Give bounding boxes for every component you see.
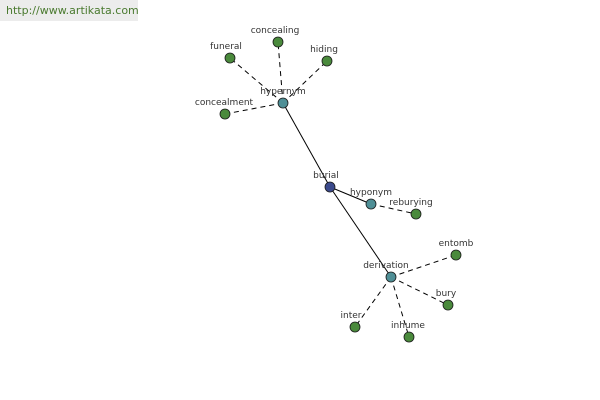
word-node-concealing[interactable] (272, 36, 284, 48)
graph-labels: funeral concealing hiding concealment hypern… (195, 26, 474, 331)
graph-edges (224, 41, 457, 338)
word-label-reburying[interactable]: reburying (389, 198, 432, 208)
center-label[interactable]: burial (313, 171, 339, 181)
word-node-hiding[interactable] (321, 55, 333, 67)
relation-label-hyponym[interactable]: hyponym (350, 188, 392, 198)
edge-burial-hypernym (282, 102, 331, 188)
word-label-entomb[interactable]: entomb (439, 239, 474, 249)
edge-burial-hyponym (329, 186, 372, 205)
relation-node-derivation[interactable] (385, 271, 397, 283)
word-label-funeral[interactable]: funeral (210, 42, 242, 52)
word-node-entomb[interactable] (450, 249, 462, 261)
edge-burial-derivation (329, 186, 392, 278)
word-label-concealing[interactable]: concealing (251, 26, 300, 36)
word-label-concealment[interactable]: concealment (195, 98, 254, 108)
edge-hypernym-hiding (282, 60, 328, 104)
word-label-inter[interactable]: inter (341, 311, 362, 321)
edge-derivation-bury (390, 276, 449, 306)
edge-derivation-inter (354, 276, 392, 328)
relation-node-hyponym[interactable] (365, 198, 377, 210)
word-label-inhume[interactable]: inhume (391, 321, 425, 331)
word-node-concealment[interactable] (219, 108, 231, 120)
word-node-bury[interactable] (442, 299, 454, 311)
edge-derivation-entomb (390, 254, 457, 278)
center-node-burial[interactable] (324, 181, 336, 193)
edge-derivation-inhume (390, 276, 410, 338)
word-node-inter[interactable] (349, 321, 361, 333)
edge-hypernym-concealing (277, 41, 284, 104)
graph-nodes (219, 36, 462, 343)
relation-label-hypernym[interactable]: hypernym (260, 87, 306, 97)
word-label-bury[interactable]: bury (436, 289, 457, 299)
relation-node-hypernym[interactable] (277, 97, 289, 109)
edge-hyponym-reburying (370, 203, 417, 215)
word-node-reburying[interactable] (410, 208, 422, 220)
edge-hypernym-funeral (229, 57, 284, 104)
source-url[interactable]: http://www.artikata.com (0, 0, 139, 21)
word-node-funeral[interactable] (224, 52, 236, 64)
relation-label-derivation[interactable]: derivation (363, 261, 409, 271)
word-node-inhume[interactable] (403, 331, 415, 343)
word-label-hiding[interactable]: hiding (310, 45, 338, 55)
edge-hypernym-concealment (224, 102, 284, 115)
